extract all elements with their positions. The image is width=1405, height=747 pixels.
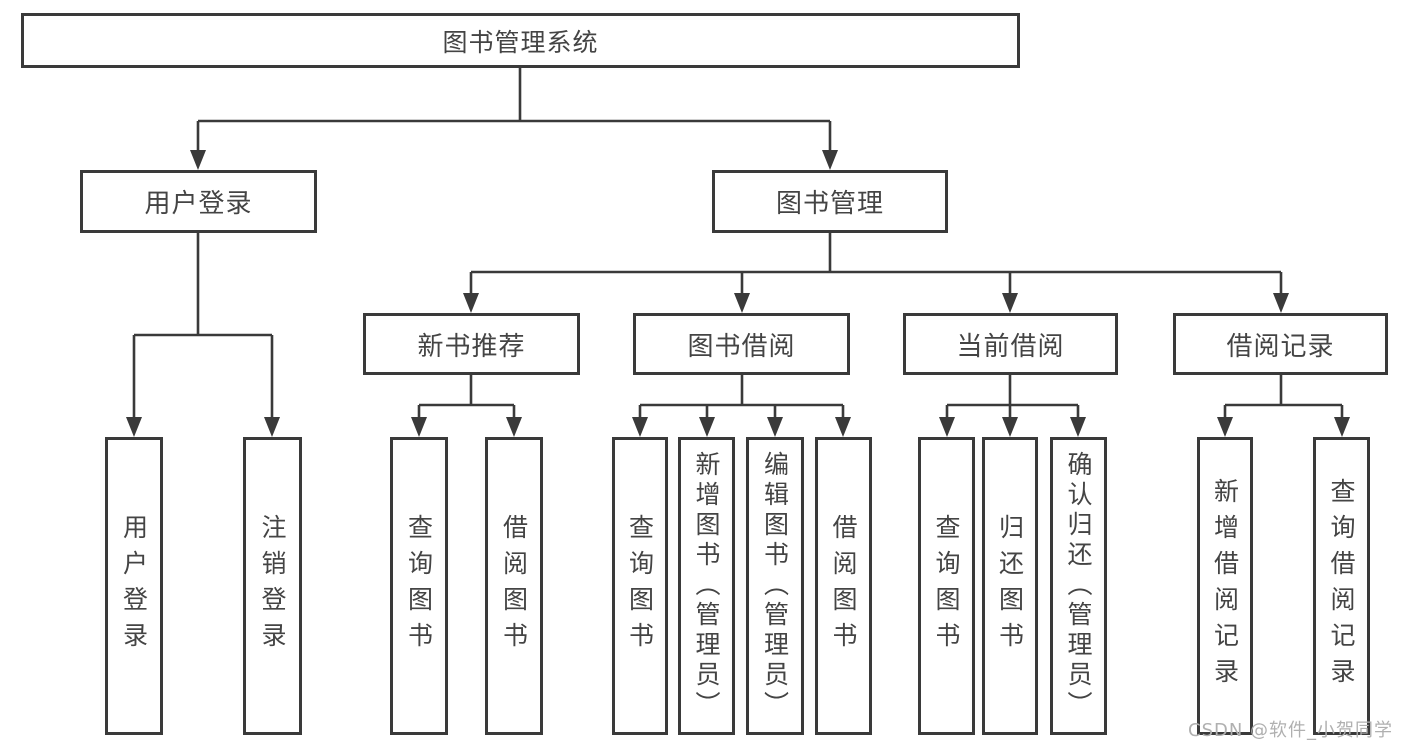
node-query-books-2: 查询图书 [612,437,668,735]
node-label: 借阅图书 [499,514,529,658]
node-label: 编辑图书（管理员） [760,451,790,721]
node-new-book-rec: 新书推荐 [363,313,580,375]
node-label: 用户登录 [144,189,253,219]
node-label: 新增图书（管理员） [692,451,721,721]
node-label: 查询图书 [932,514,961,658]
node-borrow-records: 借阅记录 [1173,313,1388,375]
node-add-books-admin: 新增图书（管理员） [678,437,735,735]
node-borrow-books-2: 借阅图书 [815,437,872,735]
node-user-login-leaf: 用户登录 [105,437,163,735]
node-label: 注销登录 [258,514,287,658]
node-label: 图书管理系统 [442,27,599,57]
node-logout: 注销登录 [243,437,302,735]
node-label: 确认归还（管理员） [1064,451,1093,721]
node-root: 图书管理系统 [21,13,1020,68]
node-label: 新书推荐 [417,331,526,362]
node-confirm-return-admin: 确认归还（管理员） [1050,437,1107,735]
node-book-borrow: 图书借阅 [633,313,850,375]
node-label: 查询图书 [404,514,434,658]
node-edit-books-admin: 编辑图书（管理员） [746,437,804,735]
node-label: 借阅记录 [1226,331,1335,362]
node-add-borrow-record: 新增借阅记录 [1197,437,1253,735]
node-label: 新增借阅记录 [1210,478,1240,694]
node-current-borrow: 当前借阅 [903,313,1118,375]
node-label: 借阅图书 [829,514,858,658]
node-query-borrow-record: 查询借阅记录 [1313,437,1370,735]
node-borrow-books-1: 借阅图书 [485,437,543,735]
node-query-books-1: 查询图书 [390,437,448,735]
node-label: 图书借阅 [687,331,796,362]
node-label: 当前借阅 [956,331,1065,362]
node-user-login: 用户登录 [80,170,317,233]
node-label: 用户登录 [119,514,149,658]
watermark: CSDN @软件_小贺同学 [1188,720,1394,741]
node-label: 查询借阅记录 [1327,478,1356,694]
node-label: 归还图书 [995,514,1025,658]
node-book-mgmt: 图书管理 [712,170,948,233]
node-return-books: 归还图书 [982,437,1038,735]
node-query-books-3: 查询图书 [918,437,975,735]
node-label: 查询图书 [625,514,655,658]
node-label: 图书管理 [775,189,884,219]
